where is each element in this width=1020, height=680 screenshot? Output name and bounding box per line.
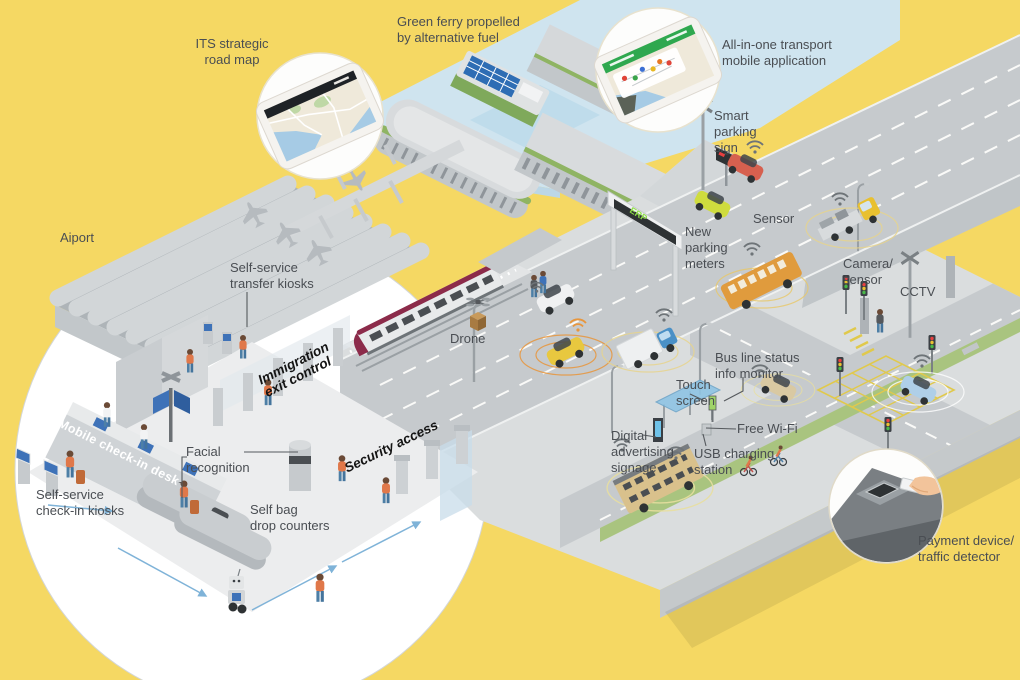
service-robot bbox=[228, 568, 247, 614]
checkin-kiosk-machines bbox=[16, 447, 85, 496]
label-bag-drop: Self bag drop counters bbox=[250, 502, 330, 533]
label-smart-parking-sign: Smart parking sign bbox=[714, 108, 757, 155]
security-gates bbox=[338, 425, 472, 521]
terminal-interior bbox=[16, 315, 478, 614]
label-transfer-kiosks: Self-service transfer kiosks bbox=[230, 260, 314, 291]
payment-inset bbox=[828, 448, 944, 564]
label-drone: Drone bbox=[450, 331, 486, 346]
transfer-kiosk-machines bbox=[186, 322, 247, 373]
label-green-ferry: Green ferry propelled by alternative fue… bbox=[397, 14, 520, 45]
touch-screen-kiosk bbox=[708, 395, 717, 422]
immigration-gates bbox=[213, 315, 350, 426]
bag-drop-counters bbox=[136, 472, 272, 570]
label-free-wifi: Free Wi-Fi bbox=[737, 421, 798, 436]
bench bbox=[961, 342, 980, 356]
leader-lines bbox=[181, 292, 744, 498]
delivery-truck bbox=[615, 327, 678, 370]
label-its-road-map: ITS strategic road map bbox=[195, 36, 269, 67]
green-ferry bbox=[450, 51, 550, 127]
usb-charging-box bbox=[701, 423, 712, 436]
phone-map-inset bbox=[255, 52, 385, 180]
flyover-wall bbox=[802, 173, 1020, 308]
drone-delivery bbox=[466, 297, 490, 331]
label-digital-ad: Digital advertising signage bbox=[611, 428, 674, 475]
label-checkin-kiosks: Self-service check-in kiosks bbox=[36, 487, 125, 518]
train-station bbox=[345, 228, 562, 384]
label-sensor: Sensor bbox=[753, 211, 795, 226]
bike-lane bbox=[600, 318, 1020, 542]
label-cctv: CCTV bbox=[900, 284, 936, 299]
label-mobile-app: All-in-one transport mobile application bbox=[722, 37, 832, 68]
erp-gantry: ERP bbox=[607, 190, 683, 317]
station-canopy bbox=[478, 228, 562, 274]
label-new-parking-meters: New parking meters bbox=[685, 224, 728, 271]
label-camera-sensor: Camera/ sensor bbox=[843, 256, 893, 287]
label-payment-device: Payment device/ traffic detector bbox=[918, 533, 1015, 564]
airport-pier bbox=[282, 139, 465, 239]
flight-info-totem bbox=[153, 371, 190, 442]
digital-ad-panel bbox=[653, 418, 663, 442]
label-airport: Aiport bbox=[60, 230, 94, 245]
phone-app-inset bbox=[593, 7, 723, 133]
bus-shelter bbox=[653, 379, 722, 442]
train bbox=[353, 264, 504, 357]
label-usb-charging: USB charging station bbox=[694, 446, 775, 477]
label-touch-screen: Touch screen bbox=[676, 377, 716, 408]
label-bus-line-status: Bus line status info monitor bbox=[715, 350, 800, 381]
yellow-truck bbox=[817, 197, 881, 241]
floor-arrows bbox=[47, 504, 422, 611]
label-facial-recognition: Facial recognition bbox=[186, 444, 250, 475]
drone bbox=[466, 297, 490, 307]
